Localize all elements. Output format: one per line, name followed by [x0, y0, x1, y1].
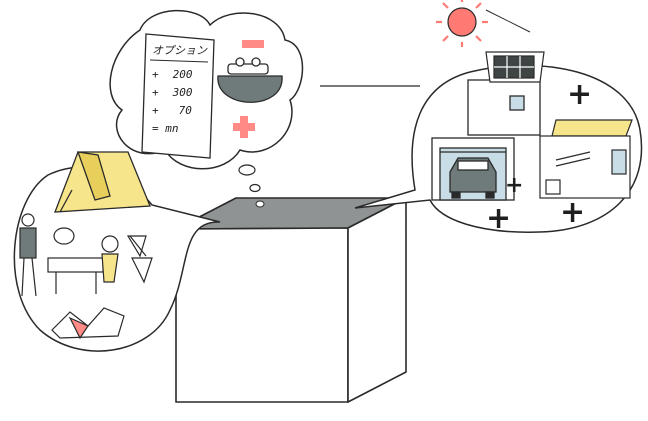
- right-bubble: + + + +: [354, 51, 643, 236]
- plus-sign-group: + + + +: [486, 77, 592, 236]
- memo-scribble: = mn: [152, 122, 179, 135]
- left-bubble: [13, 151, 221, 352]
- wallet-icon: [217, 57, 283, 103]
- memo-line-2: +300: [152, 86, 193, 99]
- room-icon: [539, 119, 633, 199]
- tent-icon: [54, 151, 151, 213]
- thought-cloud: オプション +200 +300 +70 = mn: [109, 9, 304, 193]
- memo-line-1: +200: [152, 68, 193, 81]
- house-icon: [467, 79, 541, 136]
- sun-icon: [436, 0, 531, 47]
- plus-sign-2: +: [486, 201, 511, 236]
- plus-sign-1: +: [567, 77, 592, 112]
- box-front: [175, 227, 349, 403]
- box-side: [347, 197, 407, 403]
- memo-title: オプション: [152, 44, 208, 57]
- option-memo: オプション +200 +300 +70 = mn: [141, 33, 215, 159]
- plus-sign-3: +: [560, 195, 585, 230]
- car-icon: [449, 157, 497, 199]
- memo-line-3: +70: [152, 104, 192, 117]
- plus-sign-4: +: [505, 173, 523, 198]
- gift-box: [175, 197, 407, 403]
- minus-icon: [242, 40, 264, 48]
- solar-panel-icon: [485, 51, 545, 83]
- plus-icon: [233, 116, 255, 138]
